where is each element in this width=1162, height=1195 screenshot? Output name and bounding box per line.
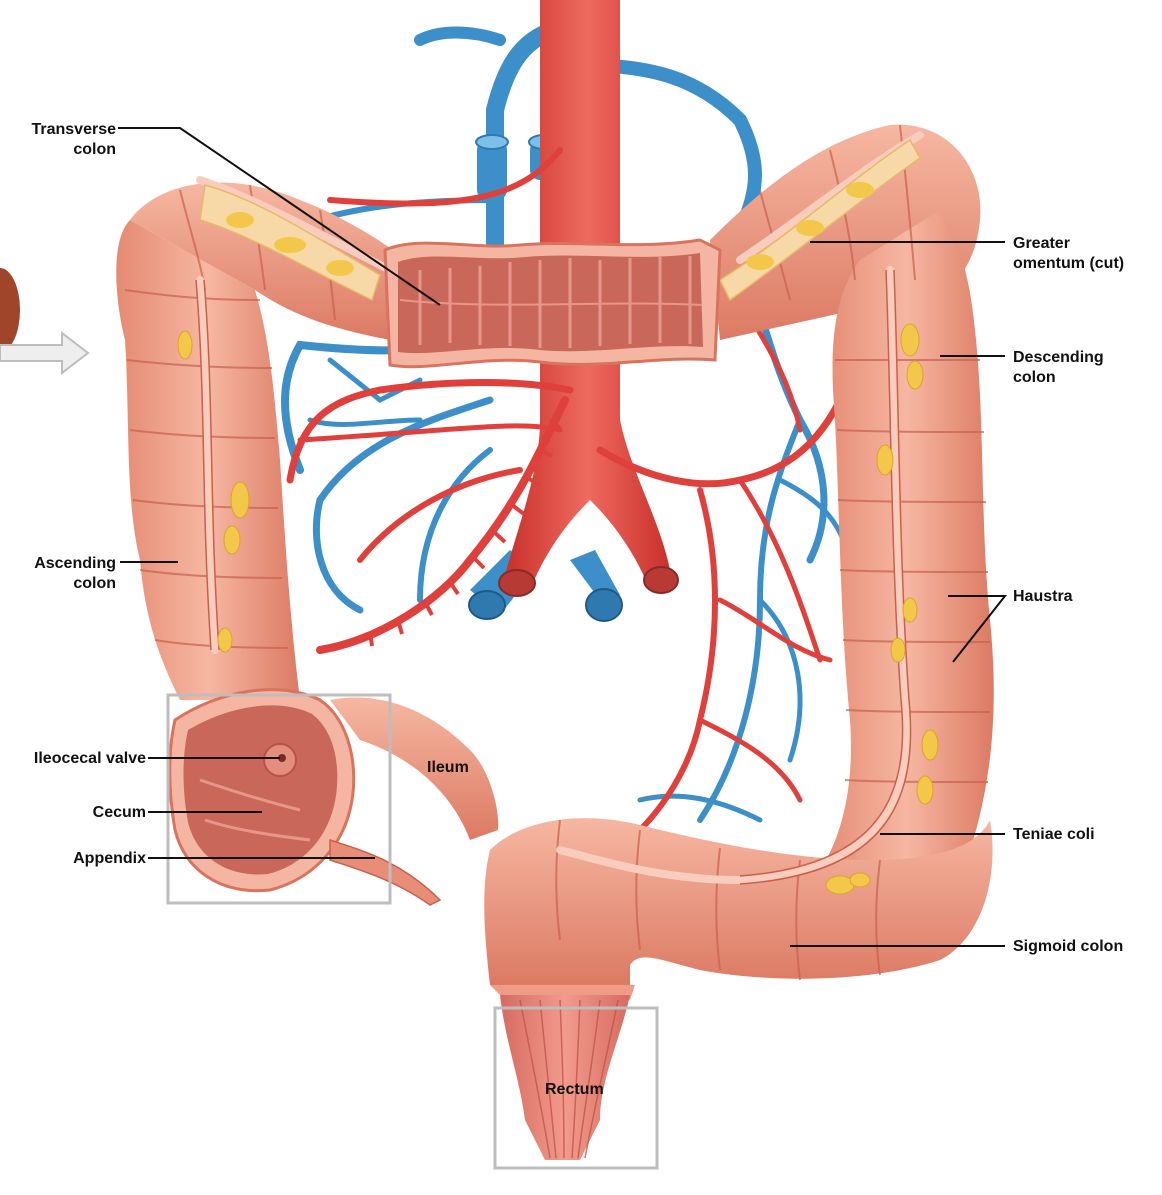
greater-omentum (199, 138, 921, 302)
rectum-illustration (490, 985, 635, 1160)
label-greater-omentum: Greater omentum (cut) (1013, 235, 1125, 272)
ileum (330, 697, 499, 840)
label-appendix: Appendix (73, 850, 146, 867)
arteries (286, 147, 844, 833)
label-ascending-colon: Ascending colon (34, 555, 116, 592)
adjacent-organ-fragment (0, 268, 90, 376)
fat-deposits (177, 323, 939, 895)
colon (116, 124, 994, 985)
label-ileum: Ileum (427, 759, 469, 776)
label-transverse-colon: Transverse colon (31, 121, 116, 158)
cecum-cutaway (168, 688, 356, 893)
appendix (329, 838, 442, 906)
iliac-veins (468, 550, 623, 622)
label-ileocecal-valve: Ileocecal valve (33, 750, 146, 767)
label-haustra: Haustra (1013, 588, 1073, 605)
label-cecum: Cecum (92, 804, 146, 821)
leader-lines (118, 127, 1008, 947)
label-rectum: Rectum (545, 1081, 604, 1098)
marginal-artery-branches (368, 418, 562, 647)
rectum-highlight-box (493, 1006, 659, 1170)
label-sigmoid-colon: Sigmoid colon (1013, 938, 1124, 955)
transverse-colon-cutaway (383, 238, 722, 369)
label-teniae-coli: Teniae coli (1013, 826, 1095, 843)
label-descending-colon: Descending colon (1013, 349, 1104, 386)
cecum-highlight-box (166, 693, 392, 905)
